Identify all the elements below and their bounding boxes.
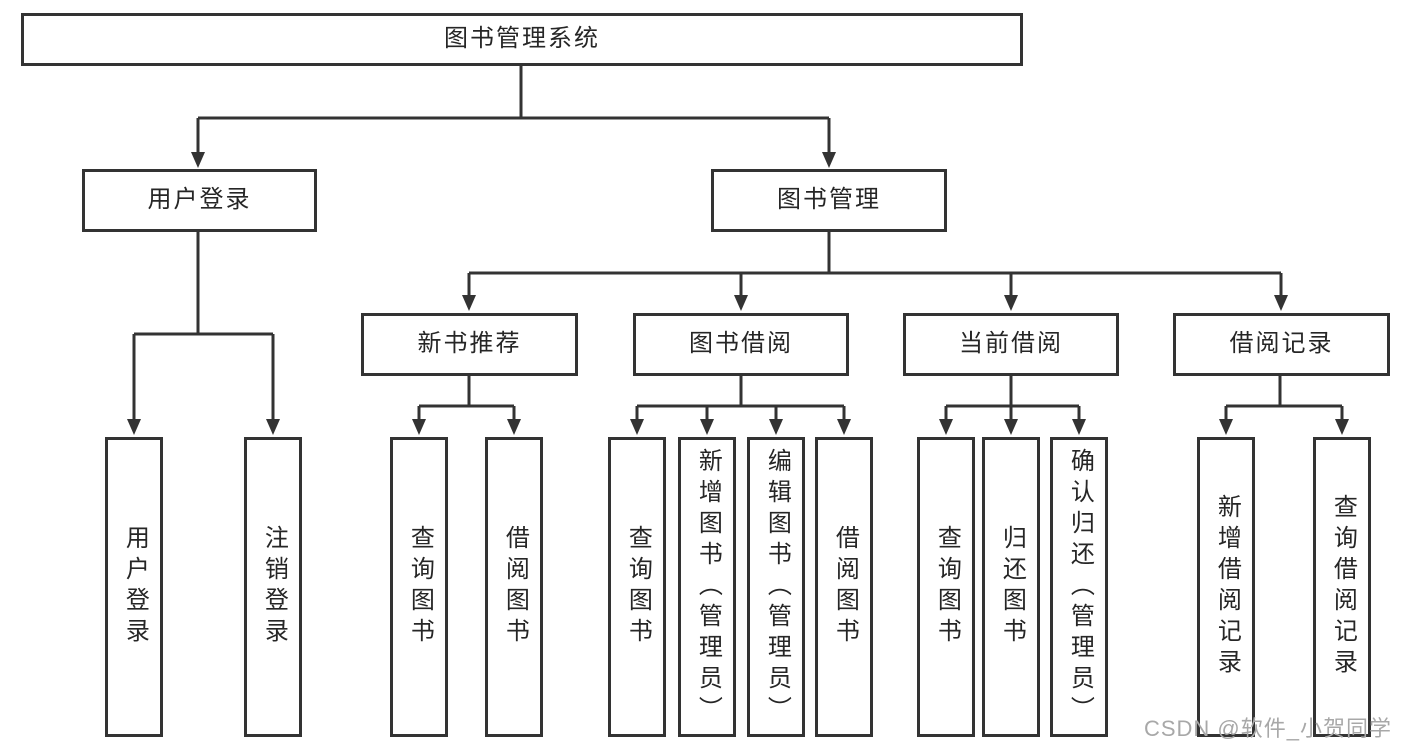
leaf-logout: 注销登录	[244, 437, 302, 737]
node-borrow-record: 借阅记录	[1173, 313, 1390, 376]
arrowhead	[837, 419, 851, 435]
arrowhead	[266, 419, 280, 435]
arrowhead	[1072, 419, 1086, 435]
leaf-borrow-books-recommend: 借阅图书	[485, 437, 543, 737]
watermark: CSDN @软件_小贺同学	[1143, 716, 1392, 741]
leaf-add-borrow-record: 新增借阅记录	[1197, 437, 1255, 737]
connector-root-branch	[196, 66, 831, 153]
arrowhead	[1004, 419, 1018, 435]
arrowhead	[1004, 295, 1018, 311]
connector-book-management-branch	[467, 232, 1283, 296]
arrowhead	[127, 419, 141, 435]
leaf-user-login: 用户登录	[105, 437, 163, 737]
leaf-query-borrow-record: 查询借阅记录	[1313, 437, 1371, 737]
arrowhead	[462, 295, 476, 311]
node-current-borrow: 当前借阅	[903, 313, 1119, 376]
arrowhead	[1335, 419, 1349, 435]
leaf-edit-books-admin: 编辑图书（管理员）	[747, 437, 805, 737]
connector-borrow-record-branch	[1224, 376, 1344, 420]
node-book-borrow: 图书借阅	[633, 313, 849, 376]
arrowhead	[191, 152, 205, 168]
leaf-query-books-current: 查询图书	[917, 437, 975, 737]
arrowhead	[630, 419, 644, 435]
node-root: 图书管理系统	[21, 13, 1023, 66]
arrowhead	[1219, 419, 1233, 435]
connector-new-book-branch	[417, 376, 516, 420]
connector-book-borrow-branch	[635, 376, 846, 420]
leaf-query-books-recommend: 查询图书	[390, 437, 448, 737]
arrowhead	[507, 419, 521, 435]
arrowhead	[1274, 295, 1288, 311]
arrowhead	[700, 419, 714, 435]
connector-current-borrow-branch	[944, 376, 1081, 420]
node-user-login: 用户登录	[82, 169, 317, 232]
node-new-book-recommend: 新书推荐	[361, 313, 578, 376]
leaf-add-books-admin: 新增图书（管理员）	[678, 437, 736, 737]
arrowhead	[939, 419, 953, 435]
connector-user-login-branch	[132, 232, 275, 420]
node-book-management: 图书管理	[711, 169, 947, 232]
leaf-return-books: 归还图书	[982, 437, 1040, 737]
arrowhead	[822, 152, 836, 168]
leaf-query-books-borrow: 查询图书	[608, 437, 666, 737]
leaf-borrow-books: 借阅图书	[815, 437, 873, 737]
arrowhead	[734, 295, 748, 311]
arrowhead	[769, 419, 783, 435]
arrowhead	[412, 419, 426, 435]
leaf-confirm-return-admin: 确认归还（管理员）	[1050, 437, 1108, 737]
